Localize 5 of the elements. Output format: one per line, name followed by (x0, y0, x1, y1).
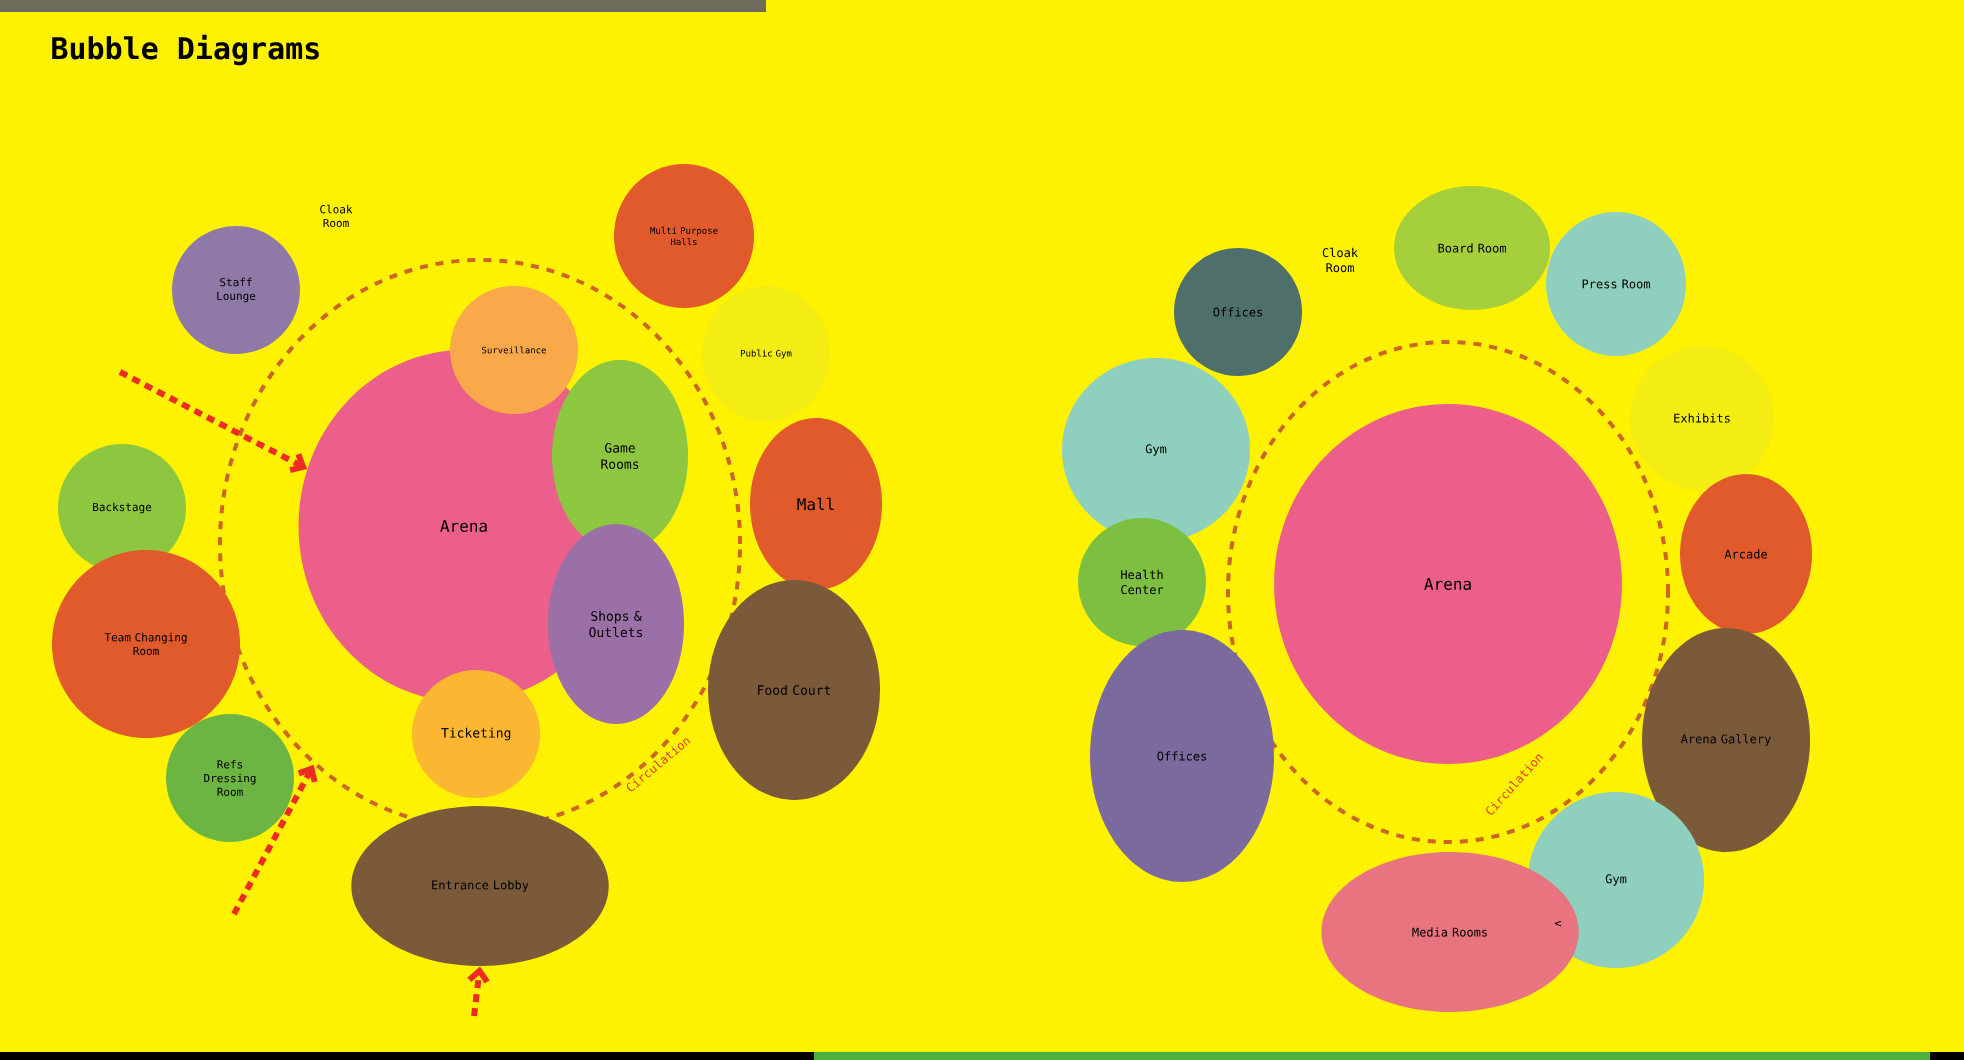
title: Bubble Diagrams (52, 34, 319, 66)
entry-arrow (118, 369, 308, 474)
entry-arrow (467, 966, 490, 1017)
entry-arrow (231, 764, 318, 916)
space-bubble: Mall (750, 418, 882, 590)
